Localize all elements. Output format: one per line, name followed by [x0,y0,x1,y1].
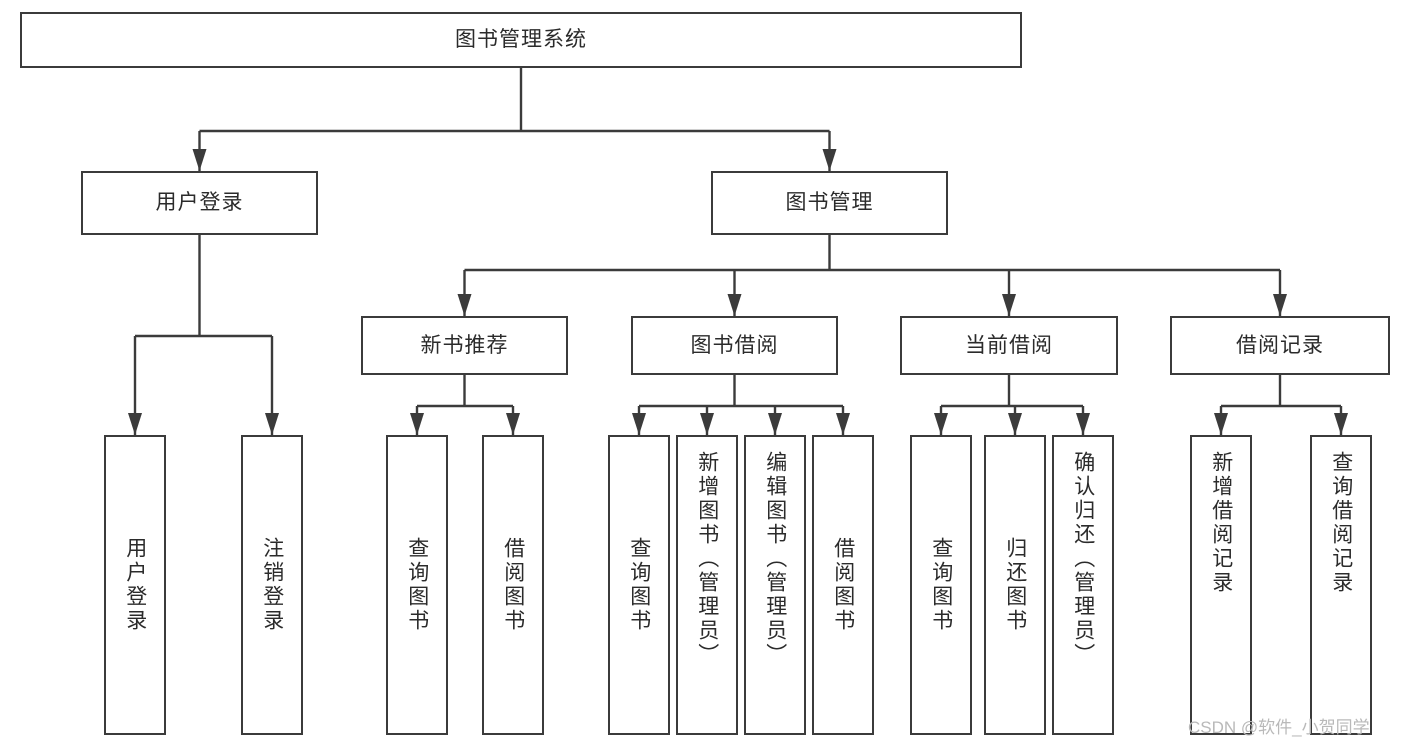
arrowhead [457,294,472,316]
node-label: 借阅图书 [501,537,525,633]
node-root[interactable]: 图书管理系统 [20,12,1022,68]
node-label: 图书借阅 [690,333,779,357]
node-leaf-bor-4[interactable]: 借阅图书 [812,435,874,735]
node-label: 用户登录 [123,537,147,633]
node-leaf-bor-1[interactable]: 查询图书 [608,435,670,735]
node-label: 新书推荐 [420,333,509,357]
arrowhead [128,413,142,435]
node-label: 借阅图书 [831,537,855,633]
arrowhead [192,149,207,171]
arrowhead [836,413,850,435]
node-bookmgmt[interactable]: 图书管理 [711,171,948,235]
arrowhead [934,413,948,435]
arrowhead [632,413,646,435]
node-label: 查询图书 [405,537,429,633]
node-label: 编辑图书（管理员） [763,451,787,667]
node-label: 查询图书 [627,537,651,633]
arrowhead [700,413,714,435]
node-leaf-new-1[interactable]: 查询图书 [386,435,448,735]
node-leaf-cur-2[interactable]: 归还图书 [984,435,1046,735]
node-newbook[interactable]: 新书推荐 [361,316,568,375]
node-leaf-rec-2[interactable]: 查询借阅记录 [1310,435,1372,735]
arrowhead [822,149,837,171]
node-leaf-login-1[interactable]: 用户登录 [104,435,166,735]
node-leaf-rec-1[interactable]: 新增借阅记录 [1190,435,1252,735]
node-label: 图书管理系统 [455,28,587,52]
node-label: 新增图书（管理员） [695,451,719,667]
node-label: 借阅记录 [1236,333,1324,357]
node-current[interactable]: 当前借阅 [900,316,1118,375]
arrowhead [768,413,782,435]
arrowhead [1008,413,1022,435]
node-label: 图书管理 [785,191,874,215]
node-login[interactable]: 用户登录 [81,171,318,235]
node-borrow[interactable]: 图书借阅 [631,316,838,375]
node-leaf-cur-1[interactable]: 查询图书 [910,435,972,735]
node-leaf-bor-2[interactable]: 新增图书（管理员） [676,435,738,735]
arrowhead [1273,294,1287,316]
node-label: 当前借阅 [965,333,1053,357]
node-leaf-bor-3[interactable]: 编辑图书（管理员） [744,435,806,735]
node-label: 查询图书 [929,537,953,633]
node-label: 用户登录 [155,191,244,215]
node-leaf-login-2[interactable]: 注销登录 [241,435,303,735]
node-label: 查询借阅记录 [1329,451,1353,595]
arrowhead [410,413,424,435]
arrowhead [1002,294,1016,316]
node-leaf-new-2[interactable]: 借阅图书 [482,435,544,735]
node-label: 注销登录 [260,537,284,633]
node-label: 确认归还（管理员） [1071,451,1095,667]
node-leaf-cur-3[interactable]: 确认归还（管理员） [1052,435,1114,735]
arrowhead [727,294,742,316]
node-label: 归还图书 [1003,537,1027,633]
arrowhead [265,413,279,435]
arrowhead [1214,413,1228,435]
watermark-text: CSDN @软件_小贺同学 [1188,718,1370,737]
arrowhead [1334,413,1348,435]
node-record[interactable]: 借阅记录 [1170,316,1390,375]
arrowhead [506,413,520,435]
node-label: 新增借阅记录 [1209,451,1233,595]
arrowhead [1076,413,1090,435]
